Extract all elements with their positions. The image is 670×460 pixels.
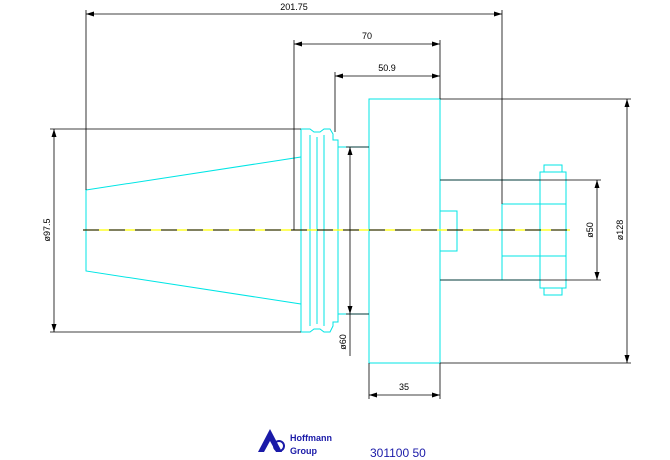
arrow-head xyxy=(347,306,353,314)
dim-label-50: ø50 xyxy=(585,222,595,238)
arrow-head xyxy=(624,99,630,107)
pilot-spigot xyxy=(439,210,458,252)
arrow-head xyxy=(432,41,440,47)
tool-holder-outline xyxy=(85,98,567,364)
logo-text-line2: Group xyxy=(290,446,317,456)
dim-length-50-9: 50.9 xyxy=(334,63,440,132)
arrow-head xyxy=(294,41,302,47)
dim-diameter-50: ø50 xyxy=(440,179,601,281)
dim-length-35: 35 xyxy=(368,363,441,399)
v-flange xyxy=(300,128,339,333)
dim-diameter-128: ø128 xyxy=(440,98,631,364)
dim-label-50-9: 50.9 xyxy=(378,63,396,73)
arrow-head xyxy=(51,324,57,332)
arrow-head xyxy=(347,147,353,155)
arrow-head xyxy=(335,73,343,79)
arrow-head xyxy=(432,392,440,398)
dim-diameter-60: ø60 xyxy=(338,146,369,356)
arrow-head xyxy=(51,129,57,137)
hoffmann-logo: Hoffmann Group xyxy=(258,429,332,456)
arrow-head xyxy=(594,272,600,280)
dim-label-35: 35 xyxy=(399,382,409,392)
part-number: 301100 50 xyxy=(370,446,426,460)
logo-text-line1: Hoffmann xyxy=(290,433,332,443)
nut-top-lug xyxy=(543,164,563,173)
arrow-head xyxy=(624,355,630,363)
main-body xyxy=(368,98,441,364)
logo-mark-icon xyxy=(258,429,282,452)
arrow-head xyxy=(594,180,600,188)
arrow-head xyxy=(432,73,440,79)
arrow-head xyxy=(369,392,377,398)
logo-circle-icon xyxy=(273,440,285,452)
arrow-head xyxy=(86,11,94,17)
dim-overall-length: 201.75 xyxy=(85,2,503,204)
nut-bottom-lug xyxy=(543,287,563,296)
dim-label-97-5: ø97.5 xyxy=(42,218,52,241)
dim-label-60: ø60 xyxy=(338,334,348,350)
arrow-head xyxy=(494,11,502,17)
dim-length-70: 70 xyxy=(293,31,441,230)
dim-label-overall: 201.75 xyxy=(280,2,308,12)
dim-diameter-97-5: ø97.5 xyxy=(42,128,301,333)
logo-mark-cut-icon xyxy=(264,441,276,452)
dim-label-128: ø128 xyxy=(615,220,625,241)
dim-label-70: 70 xyxy=(362,31,372,41)
